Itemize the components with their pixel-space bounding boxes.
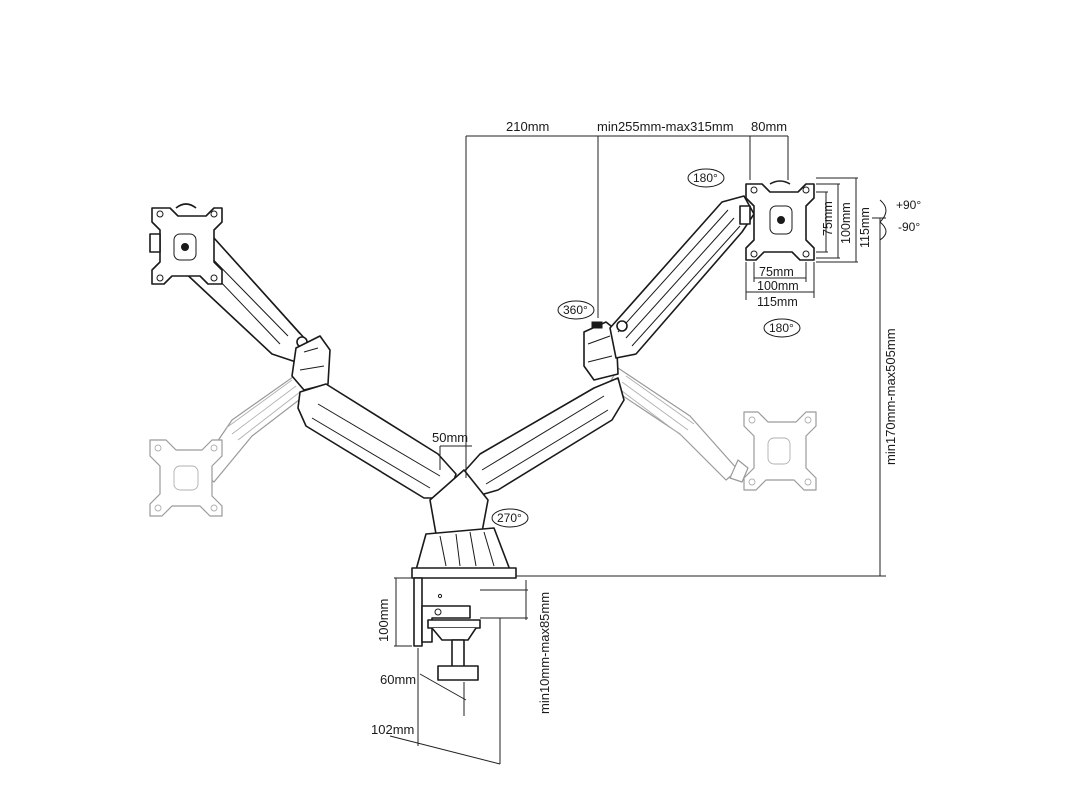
angle-badge-swivel-arm: 360° [557,300,595,320]
dim-50: 50mm [432,430,468,445]
dim-vesa-75-v: 75mm [821,201,835,236]
right-lower-arm [461,377,625,499]
svg-text:180°: 180° [693,171,718,185]
desk-clamp [413,577,481,681]
dim-vesa-115-h: 115mm [757,295,798,309]
angle-badge-base-swivel: 270° [491,508,529,528]
angle-badge-rot-top: 180° [687,168,725,188]
angle-badge-rot-bottom: 180° [763,318,801,338]
right-elbow-joint [583,321,619,381]
dim-210: 210mm [506,119,549,134]
left-elbow-joint [291,335,331,391]
tilt-down-label: -90° [898,220,920,234]
dim-reach: min255mm-max315mm [597,119,734,134]
dim-clamp-height: 100mm [376,599,391,642]
tilt-indicator: +90° -90° [879,198,921,241]
ghost-right-vesa-plate [743,411,817,491]
tilt-up-label: +90° [896,198,921,212]
svg-text:270°: 270° [497,511,522,525]
dim-height: min170mm-max505mm [883,328,898,465]
dim-vesa-100-v: 100mm [839,202,853,244]
ghost-left-vesa-plate [149,439,223,517]
dim-80: 80mm [751,119,787,134]
svg-text:360°: 360° [563,303,588,317]
right-vesa-plate [739,180,815,261]
dimension-lines [389,135,886,765]
dim-vesa-75-h: 75mm [759,265,794,279]
ghost-right-arm [607,367,749,483]
left-vesa-plate [149,203,223,285]
dim-vesa-100-h: 100mm [757,279,799,293]
right-upper-arm [609,195,755,359]
dim-vesa-115-v: 115mm [858,207,872,248]
dim-desk-thickness: min10mm-max85mm [537,592,552,714]
dim-102: 102mm [371,722,414,737]
dim-60: 60mm [380,672,416,687]
center-column [411,469,517,579]
svg-text:180°: 180° [769,321,794,335]
